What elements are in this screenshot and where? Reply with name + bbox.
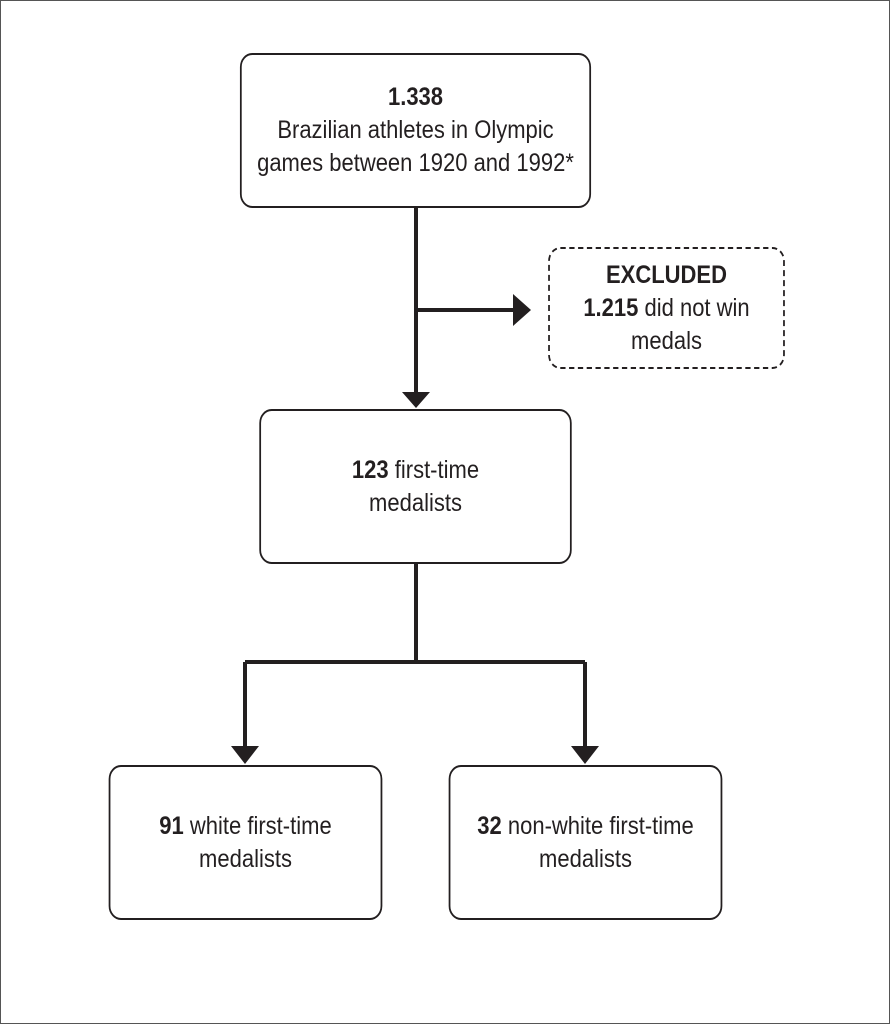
medalists-number: 123 <box>351 455 389 484</box>
excluded-line1: 1.215 did not win <box>583 293 750 322</box>
arrowhead-to-nonwhite <box>571 746 599 764</box>
arrowhead-to-white <box>231 746 259 764</box>
nonwhite-medalists-box: 32 non-white first-time medalists <box>448 765 723 920</box>
arrowhead-to-medalists <box>402 392 430 408</box>
nonwhite-line1: 32 non-white first-time <box>477 811 694 840</box>
medalists-line1: 123 first-time <box>351 455 480 484</box>
nonwhite-number: 32 <box>477 811 502 840</box>
medalists-line2: medalists <box>369 488 462 517</box>
arrowhead-to-excluded <box>513 294 531 326</box>
total-athletes-box: 1.338 Brazilian athletes in Olympic game… <box>239 53 592 208</box>
nonwhite-line2: medalists <box>539 844 632 873</box>
excluded-number: 1.215 <box>583 293 639 322</box>
white-medalists-box: 91 white first-time medalists <box>108 765 383 920</box>
excluded-heading: EXCLUDED <box>605 260 727 289</box>
white-number: 91 <box>159 811 184 840</box>
total-athletes-line2: games between 1920 and 1992* <box>257 149 574 177</box>
total-athletes-number: 1.338 <box>387 83 444 111</box>
first-time-medalists-box: 123 first-time medalists <box>259 409 572 564</box>
white-line2: medalists <box>199 844 292 873</box>
total-athletes-line1: Brazilian athletes in Olympic <box>277 116 554 144</box>
excluded-box: EXCLUDED 1.215 did not win medals <box>548 247 785 369</box>
white-line1: 91 white first-time <box>159 811 332 840</box>
excluded-line2: medals <box>631 326 702 355</box>
